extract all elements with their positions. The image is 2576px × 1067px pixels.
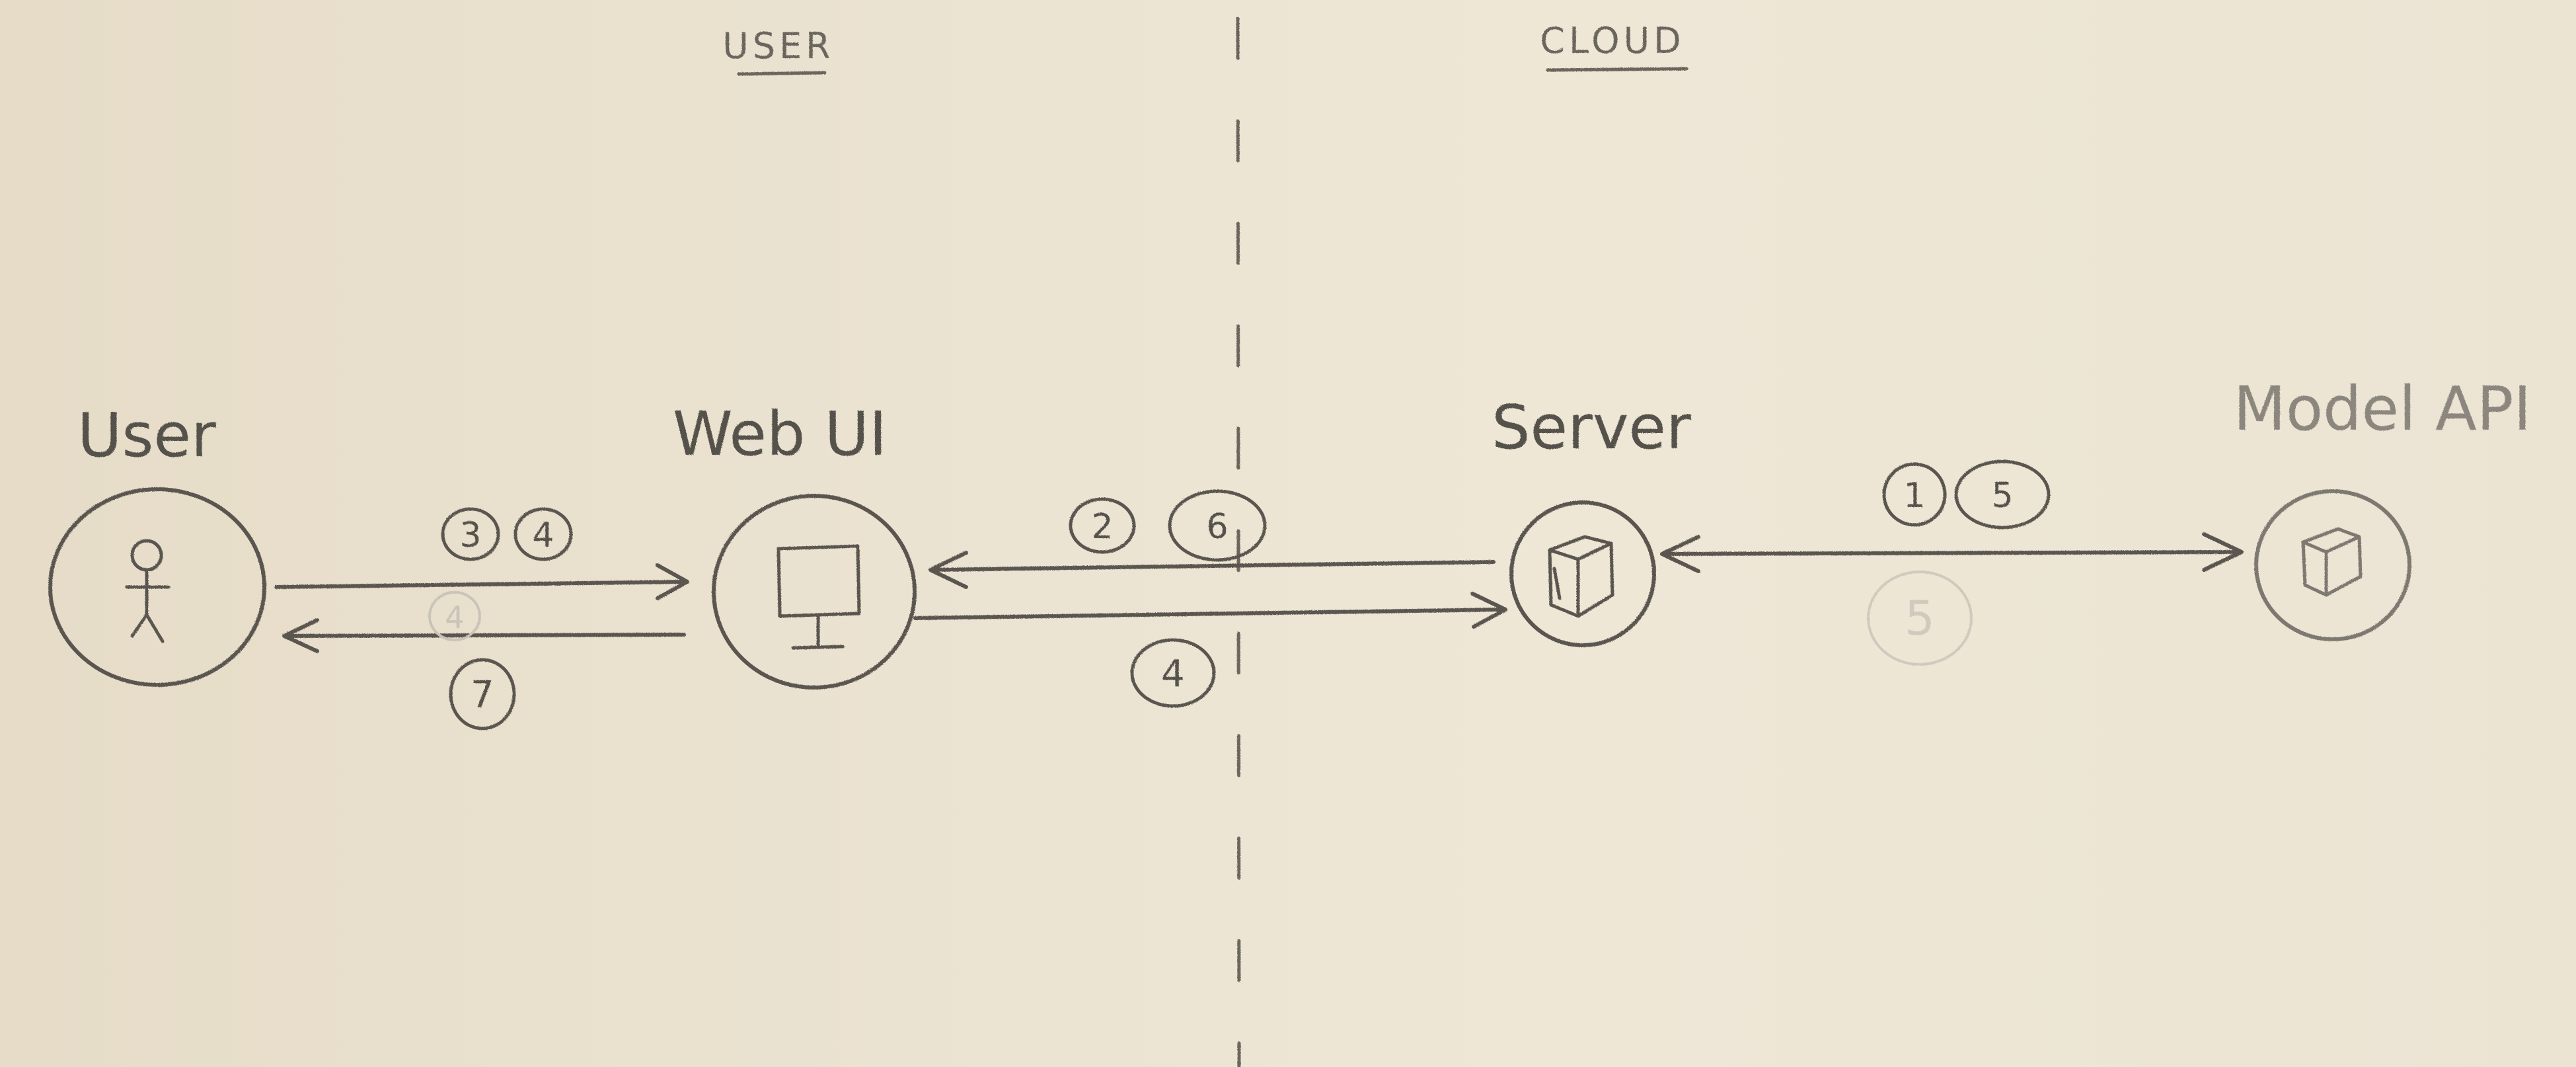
zone-label-cloud: CLOUD (1540, 20, 1685, 61)
zone-divider-line (1236, 17, 1241, 1067)
server-box-icon (1548, 535, 1614, 618)
step-number: 5 (1991, 476, 2013, 516)
step-badge (441, 507, 500, 561)
zone-label-cloud-underline (1546, 67, 1688, 72)
node-label-webui: Web UI (673, 399, 887, 469)
node-circle-model-api (2254, 489, 2411, 641)
node-user (48, 487, 266, 687)
edge-webui-to-server: 4 (913, 592, 1507, 708)
step-number: 3 (459, 516, 481, 555)
step-number-faint: 4 (445, 600, 464, 635)
step-badge (1954, 459, 2051, 530)
edge-webui-to-user: 4 7 (282, 591, 686, 731)
edge-server-to-webui: 2 6 (928, 489, 1496, 589)
arrowhead-icon (656, 563, 689, 600)
edge-user-to-webui: 3 4 (274, 507, 689, 600)
step-badge (1069, 497, 1136, 554)
arrowhead-icon (1660, 535, 1700, 573)
stick-figure-icon (125, 539, 170, 643)
step-number: 1 (1903, 476, 1925, 516)
arrowhead-icon (928, 551, 968, 589)
step-badge (1130, 638, 1216, 708)
step-badge (449, 658, 516, 731)
step-number-faint: 5 (1905, 590, 1935, 646)
step-number: 4 (532, 516, 554, 555)
arrowhead-icon (2202, 532, 2244, 572)
node-label-user: User (77, 400, 216, 471)
zone-label-user-underline (737, 71, 827, 76)
node-server (1509, 500, 1656, 647)
edge-server-modelapi: 1 5 5 (1660, 459, 2244, 666)
step-number: 4 (1161, 652, 1185, 695)
node-label-server: Server (1492, 392, 1691, 463)
node-model-api (2254, 489, 2411, 641)
step-badge (1882, 462, 1947, 527)
zone-label-user: USER (722, 25, 834, 67)
step-number: 7 (471, 674, 494, 717)
node-circle-user (48, 487, 266, 687)
step-badge (513, 507, 573, 561)
node-circle-server (1509, 500, 1656, 647)
step-badge-faint (428, 591, 481, 641)
step-badge-faint (1867, 571, 1973, 666)
step-badge (1168, 489, 1267, 562)
node-webui (712, 494, 917, 690)
node-circle-webui (712, 494, 917, 690)
arrowhead-icon (1470, 592, 1507, 629)
server-box-icon (2301, 527, 2363, 597)
step-number: 2 (1091, 507, 1113, 547)
monitor-icon (777, 544, 861, 650)
step-number: 6 (1206, 507, 1228, 547)
node-label-model-api: Model API (2233, 374, 2531, 444)
arrowhead-icon (282, 618, 319, 653)
